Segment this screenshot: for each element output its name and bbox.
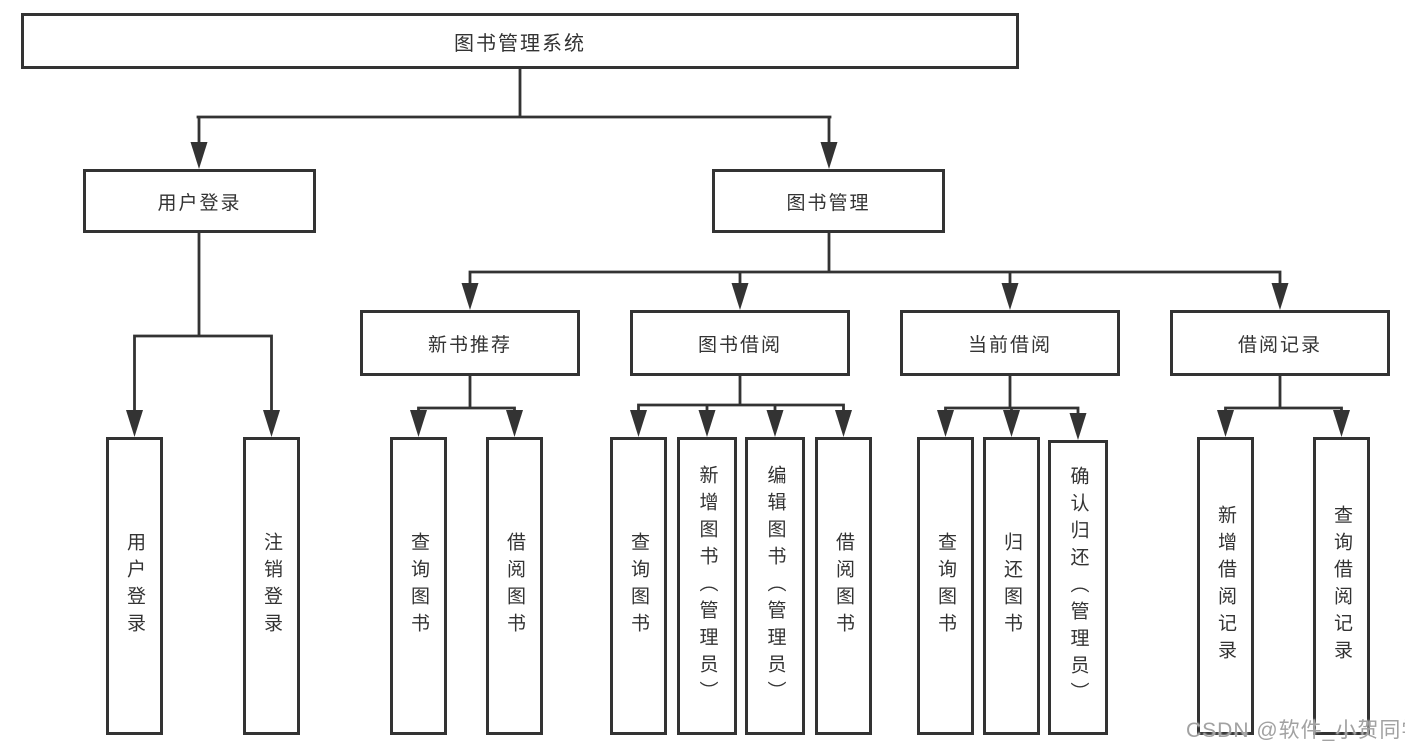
node-label: 图书借阅 <box>697 334 782 356</box>
node-borrowing-records: 借阅记录 <box>1170 310 1390 376</box>
leaf-query-borrow-record: 查询借阅记录 <box>1313 437 1370 735</box>
csdn-watermark: CSDN @软件_小贺同学 <box>1186 719 1405 742</box>
leaf-label: 查询图书 <box>408 532 429 640</box>
leaf-label: 借阅图书 <box>504 532 525 640</box>
leaf-edit-books-admin: 编辑图书（管理员） <box>745 437 805 735</box>
node-user-login: 用户登录 <box>83 169 316 233</box>
node-library-management-system: 图书管理系统 <box>21 13 1019 69</box>
node-book-borrowing: 图书借阅 <box>630 310 850 376</box>
leaf-logout: 注销登录 <box>243 437 300 735</box>
leaf-label: 查询图书 <box>935 532 956 640</box>
node-label: 当前借阅 <box>967 334 1052 356</box>
node-label: 图书管理系统 <box>454 32 586 55</box>
leaf-add-books-admin: 新增图书（管理员） <box>677 437 737 735</box>
leaf-label: 注销登录 <box>261 532 282 640</box>
leaf-label: 查询借阅记录 <box>1331 505 1352 667</box>
leaf-borrow-books-newbook: 借阅图书 <box>486 437 543 735</box>
node-new-book-recommend: 新书推荐 <box>360 310 580 376</box>
node-label: 借阅记录 <box>1237 334 1322 356</box>
leaf-label: 查询图书 <box>628 532 649 640</box>
node-current-borrowing: 当前借阅 <box>900 310 1120 376</box>
node-label: 图书管理 <box>786 192 871 214</box>
leaf-label: 编辑图书（管理员） <box>764 464 786 708</box>
node-book-management: 图书管理 <box>712 169 945 233</box>
node-label: 用户登录 <box>157 192 242 214</box>
leaf-label: 归还图书 <box>1001 532 1022 640</box>
leaf-label: 借阅图书 <box>833 532 854 640</box>
leaf-label: 确认归还（管理员） <box>1067 466 1089 709</box>
leaf-add-borrow-record: 新增借阅记录 <box>1197 437 1254 735</box>
leaf-return-books: 归还图书 <box>983 437 1040 735</box>
leaf-query-books-newbook: 查询图书 <box>390 437 447 735</box>
leaf-label: 用户登录 <box>124 532 145 640</box>
leaf-confirm-return-admin: 确认归还（管理员） <box>1048 440 1108 735</box>
leaf-query-books-borrowing: 查询图书 <box>610 437 667 735</box>
leaf-label: 新增图书（管理员） <box>696 464 718 708</box>
leaf-label: 新增借阅记录 <box>1215 505 1236 667</box>
leaf-borrow-books-borrowing: 借阅图书 <box>815 437 872 735</box>
node-label: 新书推荐 <box>427 334 512 356</box>
leaf-user-login: 用户登录 <box>106 437 163 735</box>
leaf-query-books-current: 查询图书 <box>917 437 974 735</box>
